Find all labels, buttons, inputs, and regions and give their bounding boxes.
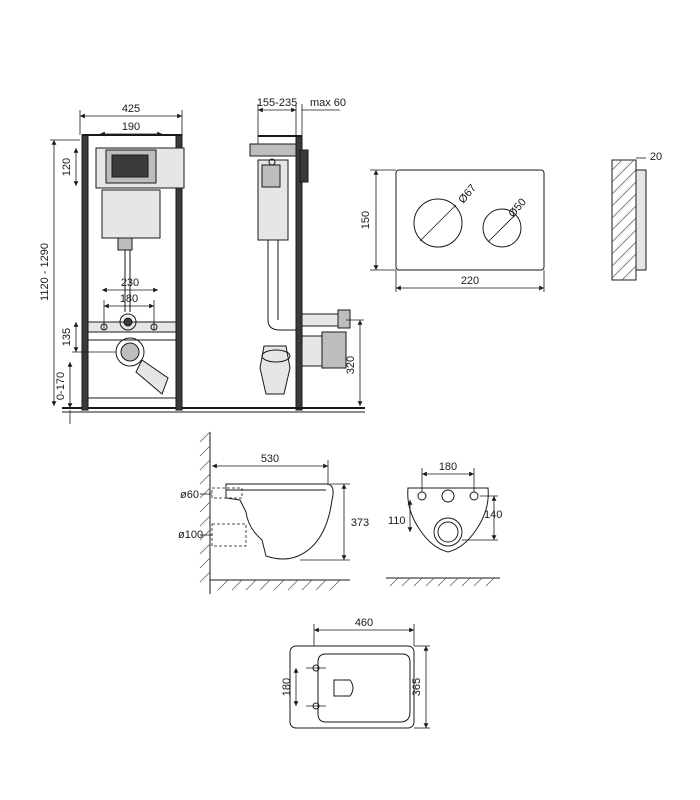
- dim-pipe-large: ø100: [178, 529, 203, 541]
- dim-back-height-right: 140: [484, 509, 502, 521]
- dim-top-width: 460: [355, 617, 373, 629]
- dim-button-large: Ø67: [456, 182, 479, 206]
- dim-wall-max: max 60: [310, 97, 346, 109]
- dim-top-height: 120: [61, 158, 73, 176]
- dim-drain-width: 230: [121, 277, 139, 289]
- dim-plate-thickness: 20: [650, 151, 662, 163]
- floor-hatch-back: [389, 577, 495, 587]
- frame-side-view: 155-235 max 60 320: [190, 97, 365, 411]
- dim-back-bolt-spacing: 180: [439, 461, 457, 473]
- dim-top-bolt-spacing: 180: [281, 678, 293, 696]
- dim-top-depth: 365: [411, 678, 423, 696]
- dim-bowl-length: 530: [261, 453, 279, 465]
- floor-hatch-bowl: [217, 579, 341, 591]
- dim-base-height: 0-170: [55, 372, 67, 400]
- dim-frame-height: 1120 - 1290: [39, 243, 51, 301]
- bowl-side-view: ø60 ø100 530 373: [178, 431, 369, 594]
- frame-front-view: 425 190 120 1120 - 1290 230 180 135 0-17…: [39, 103, 365, 424]
- dim-button-small: Ø50: [506, 196, 529, 220]
- dim-frame-depth: 155-235: [257, 97, 297, 109]
- bowl-top-view: 460 365 180: [281, 617, 430, 729]
- dim-bowl-height: 373: [351, 517, 369, 529]
- dim-top-width: 190: [122, 121, 140, 133]
- dim-plate-width: 220: [461, 275, 479, 287]
- dim-bolt-spacing: 180: [120, 293, 138, 305]
- dim-frame-width: 425: [122, 103, 140, 115]
- flush-plate-view: Ø67 Ø50 150 220 20: [360, 151, 662, 292]
- dim-pipe-small: ø60: [180, 489, 199, 501]
- bowl-back-view: 180 110 140: [386, 461, 502, 587]
- dim-outlet-height: 135: [61, 328, 73, 346]
- dim-plate-height: 150: [360, 211, 372, 229]
- wall-hatch-plate: [611, 159, 637, 281]
- dim-outlet-height-side: 320: [345, 356, 357, 374]
- wall-hatch-bowl: [199, 431, 211, 583]
- dim-back-height-left: 110: [388, 515, 406, 527]
